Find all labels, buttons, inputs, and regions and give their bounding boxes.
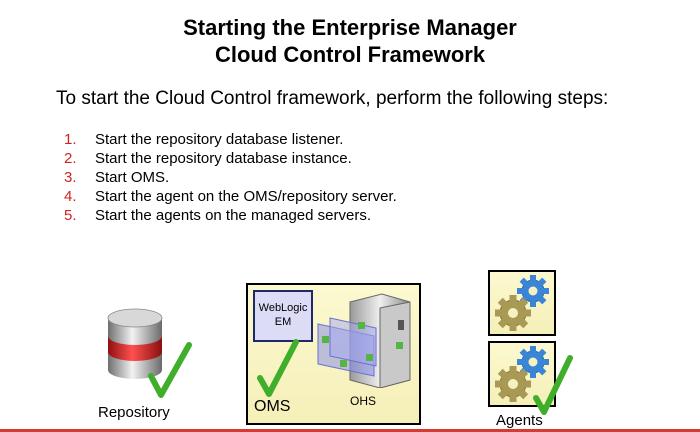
step-number: 3. — [64, 169, 77, 186]
repository-label: Repository — [98, 404, 170, 421]
weblogic-label: WebLogic — [258, 302, 308, 314]
steps-list: 1. Start the repository database listener… — [56, 130, 656, 225]
step-item: 4. Start the agent on the OMS/repository … — [56, 187, 656, 206]
step-number: 2. — [64, 150, 77, 167]
step-item: 2. Start the repository database instance… — [56, 149, 656, 168]
agents-label: Agents — [496, 412, 543, 429]
checkmark-icon — [533, 355, 573, 415]
database-icon — [107, 308, 163, 379]
step-number: 5. — [64, 207, 77, 224]
step-text: Start the agent on the OMS/repository se… — [95, 188, 397, 205]
title-line-2: Cloud Control Framework — [214, 42, 486, 67]
title-line-1: Starting the Enterprise Manager — [183, 15, 517, 40]
bottom-accent-line — [0, 429, 700, 432]
oms-label: OMS — [254, 398, 291, 415]
checkmark-icon — [148, 342, 192, 398]
intro-text: To start the Cloud Control framework, pe… — [56, 88, 609, 109]
step-text: Start the agents on the managed servers. — [95, 207, 371, 224]
em-label: EM — [274, 316, 292, 328]
step-item: 3. Start OMS. — [56, 168, 656, 187]
step-item: 1. Start the repository database listener… — [56, 130, 656, 149]
ohs-label: OHS — [350, 394, 377, 408]
step-text: Start the repository database instance. — [95, 150, 352, 167]
gears-icon — [495, 275, 549, 331]
step-text: Start the repository database listener. — [95, 131, 344, 148]
step-number: 1. — [64, 131, 77, 148]
step-text: Start OMS. — [95, 169, 170, 186]
checkmark-icon — [257, 339, 299, 397]
gears-icon — [495, 346, 549, 402]
step-item: 5. Start the agents on the managed server… — [56, 206, 656, 225]
weblogic-em-box: WebLogic EM — [253, 290, 313, 342]
slide-title: Starting the Enterprise Manager Cloud Co… — [0, 14, 700, 68]
server-icon — [317, 293, 411, 388]
step-number: 4. — [64, 188, 77, 205]
